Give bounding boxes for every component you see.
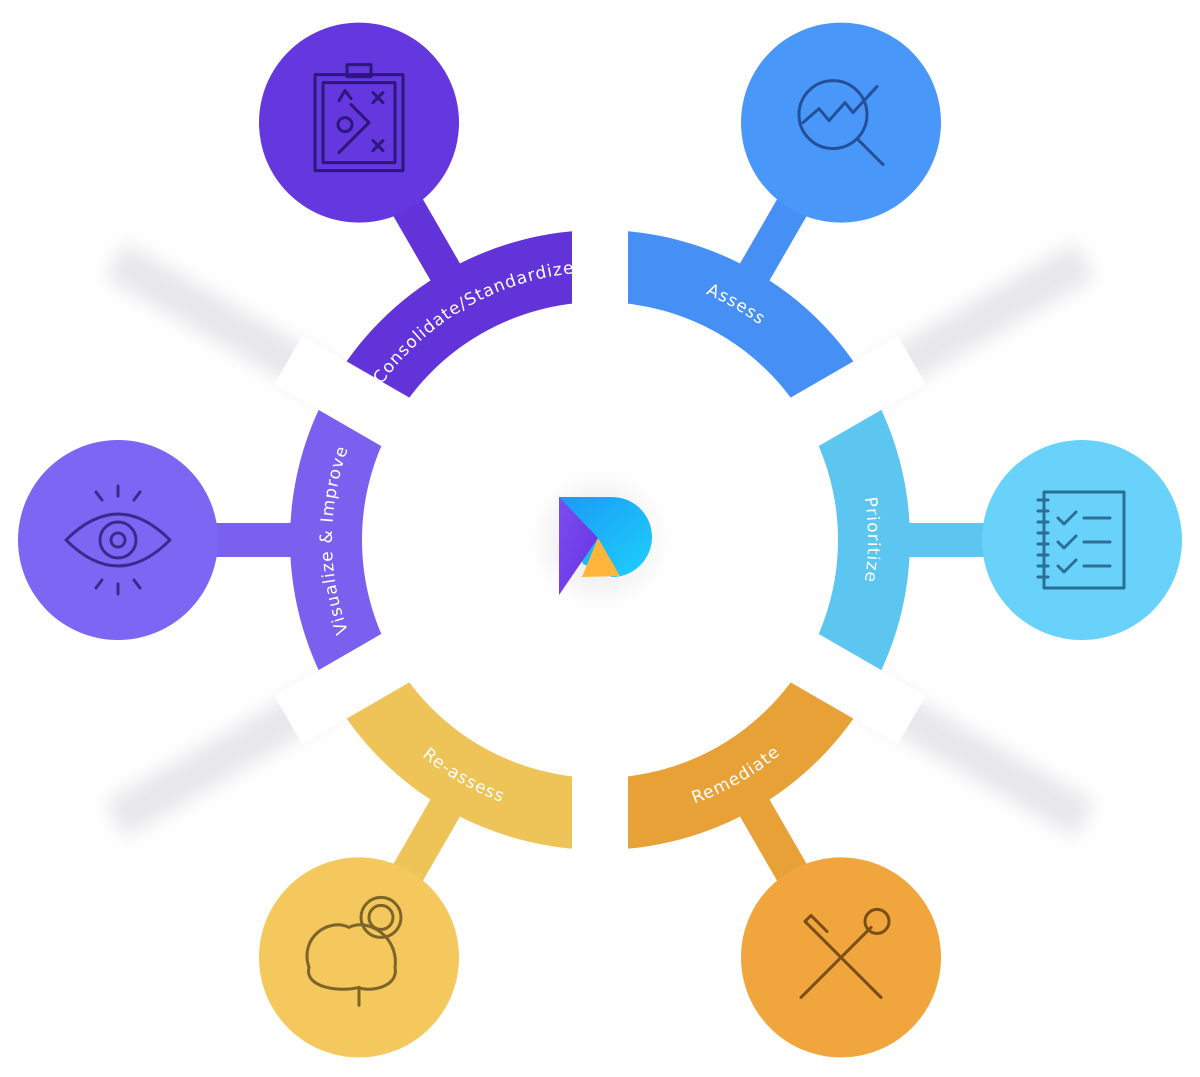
tools-icon	[799, 907, 891, 999]
segment-bubble[interactable]	[259, 857, 459, 1058]
segment-visualize-improve[interactable]	[18, 385, 394, 695]
p-logo-icon	[545, 485, 655, 595]
brain-gear-icon	[305, 895, 403, 1007]
segment-gap	[741, 335, 926, 475]
eye-icon	[64, 484, 172, 596]
segment-bubble[interactable]	[259, 22, 459, 223]
segment-consolidate-standardize[interactable]	[259, 22, 600, 421]
magnifier-chart-icon	[797, 79, 885, 167]
segment-assess[interactable]	[600, 22, 941, 421]
segment-band[interactable]	[806, 385, 910, 695]
segment-re-assess[interactable]	[259, 659, 600, 1058]
segment-band[interactable]	[600, 659, 869, 850]
segment-gap	[741, 605, 926, 745]
segment-bubble[interactable]	[18, 440, 218, 640]
segment-remediate[interactable]	[600, 659, 941, 1058]
segment-band[interactable]	[290, 385, 394, 695]
segment-bubble[interactable]	[982, 440, 1182, 640]
segment-band[interactable]	[331, 230, 600, 421]
segment-bubble[interactable]	[741, 22, 941, 223]
segment-band[interactable]	[600, 230, 869, 421]
segment-prioritize[interactable]	[806, 385, 1182, 695]
checklist-icon	[1036, 490, 1126, 590]
segment-band[interactable]	[331, 659, 600, 850]
segment-gap	[274, 335, 459, 475]
segment-gap	[274, 605, 459, 745]
segment-label: Prioritize	[860, 496, 883, 584]
strategy-clipboard-icon	[313, 63, 405, 173]
